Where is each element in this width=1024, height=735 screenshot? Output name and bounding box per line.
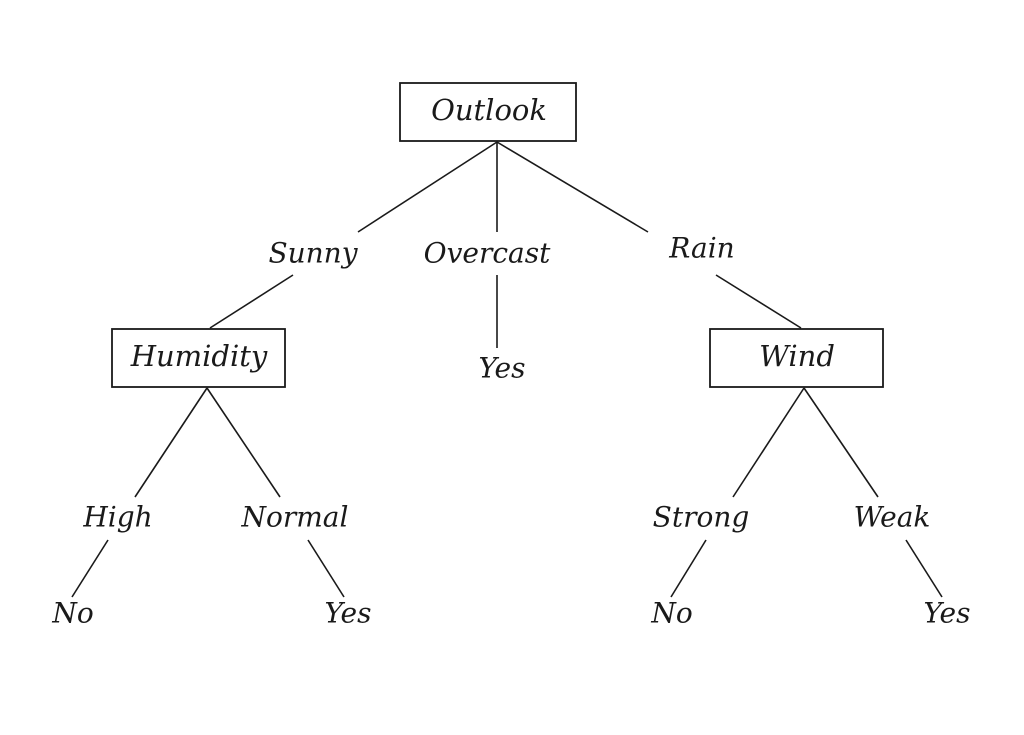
branch-high-label: High [82, 501, 152, 534]
leaf-weak-yes: Yes [924, 597, 971, 630]
leaf-overcast-yes: Yes [479, 352, 526, 385]
branch-rain-label: Rain [668, 232, 734, 265]
edge-strong-no [670, 539, 707, 598]
edge-outlook-rain [496, 141, 649, 233]
edge-rain-wind [715, 274, 802, 329]
leaf-high-no: No [51, 597, 93, 630]
edge-outlook-sunny [357, 141, 498, 233]
edge-normal-yes [307, 539, 345, 598]
node-wind-box [709, 328, 884, 388]
edge-humidity-normal [206, 387, 281, 498]
node-humidity-label: Humidity [130, 339, 268, 373]
node-humidity: Humidity [111, 328, 286, 388]
edge-wind-strong [732, 387, 805, 498]
branch-weak-label: Weak [854, 501, 931, 534]
node-humidity-box [111, 328, 286, 388]
edge-wind-weak [803, 387, 879, 498]
edge-weak-yes [905, 539, 943, 598]
node-wind-label: Wind [759, 339, 835, 373]
node-outlook: Outlook [399, 82, 577, 142]
leaf-strong-no: No [650, 597, 692, 630]
node-wind: Wind [709, 328, 884, 388]
edge-high-no [71, 539, 109, 598]
edge-humidity-high [134, 387, 208, 498]
branch-strong-label: Strong [653, 501, 750, 534]
leaf-normal-yes: Yes [325, 597, 372, 630]
branch-sunny-label: Sunny [268, 237, 358, 270]
node-outlook-label: Outlook [431, 93, 547, 127]
branch-normal-label: Normal [241, 501, 349, 534]
branch-overcast-label: Overcast [424, 237, 551, 270]
node-outlook-box [399, 82, 577, 142]
edge-sunny-humidity [209, 274, 294, 329]
